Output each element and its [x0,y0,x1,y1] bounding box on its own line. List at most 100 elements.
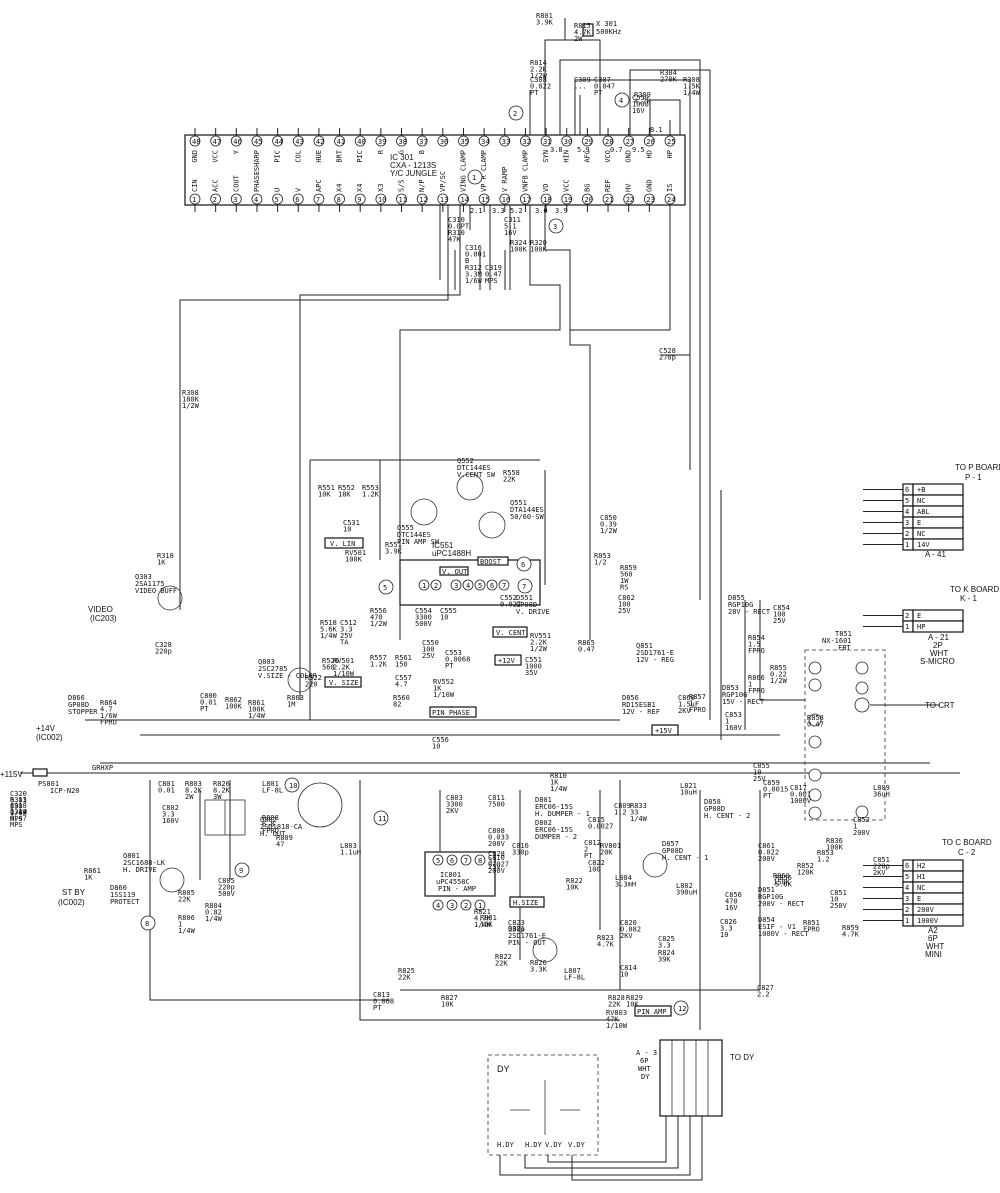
component-label: 1 [748,681,752,689]
component-label: R851 [803,919,820,927]
fbt-ref: T851 [835,630,852,638]
component-label: C550 [422,639,439,647]
component-label: RV803 [606,1009,627,1017]
component-label: PT [373,1004,382,1012]
ic301-top-pin-num: 37 [419,138,427,146]
ic301-top-pin-num: 41 [337,138,345,146]
component-label: C528 [659,347,676,355]
ic551-pin-num: 7 [502,582,506,590]
transistor-func: VIDEO BUFF [135,587,177,595]
component-label: C555 [440,607,457,615]
component-label: R312 [465,264,482,272]
component-label: R824 [658,949,675,957]
component-label: R558 [503,469,520,477]
component-label: 220p [218,884,235,892]
component-label: 4.7 [100,706,113,714]
diode-part: ESIF - V1 [758,923,796,931]
component-label: 33 [488,857,496,865]
ic301-bottom-pin-label: N/P [418,179,426,192]
component-label: L804 [615,874,632,882]
component-label: R858 [807,714,824,722]
component-label: 560 [620,571,633,579]
component-label: 10K [480,921,493,929]
ic301-bottom-pin-label: HV [625,183,633,192]
component-label: 25V [340,632,353,640]
ic301-top-pin [230,135,242,147]
ic301-bottom-pin-num: 11 [399,196,407,204]
ic301-top-pin-label: VCC [212,150,220,163]
component-label: FPRO [748,687,765,695]
component-label: RV551 [530,632,551,640]
ic301-top-pin [313,135,325,147]
component-label: 3300 [415,614,432,622]
dy-pin-3: V.DY [545,1141,563,1149]
diode-part: RD15ESB1 [622,701,656,709]
callout-marker [140,915,156,931]
component-label: R557 [370,654,387,662]
transistor-part: DTC144ES [397,531,431,539]
component-label: 10 [620,971,628,979]
ic301-bottom-pin [210,193,222,205]
ic301-top-pin-num: 44 [275,138,283,146]
component-label: C816 [512,842,529,850]
ic301-top-pin [334,135,345,147]
component-label: C557 [395,674,412,682]
component-label: 1 [178,921,182,929]
component-label: R827 [441,994,458,1002]
callout-num: 10 [289,782,297,790]
component-label: 10 [830,896,838,904]
component-label: C311 [504,216,521,224]
component-label: FPRO [262,827,279,835]
component-label: R324 [510,239,527,247]
component-label: 100K [248,706,266,714]
ic301-voltage: 2.1 [470,207,483,215]
component-label: 16V [504,229,517,237]
diode-func: 1000V - RECT [758,930,809,938]
component-label: R304 [660,69,677,77]
callout-marker [673,1000,689,1016]
component-label: 1/6W [10,809,28,817]
component-label: 1/10W [606,1022,628,1030]
diode-func: H. CENT - 1 [662,854,708,862]
component-label: 330p [508,926,525,934]
component-label: 3300 [446,801,463,809]
ic801-pin [432,899,444,911]
component-label: C512 [340,619,357,627]
ic301-bottom-pin-label: U [274,188,282,192]
ic301-bottom-pin-label: X4 [336,184,344,192]
ic301-top-pin-num: 45 [254,138,262,146]
component-label: 1000 [632,101,649,109]
ic301-top-pin [581,135,593,147]
component-label: R881 [480,914,497,922]
component-label: 10 [720,931,728,939]
ic301-bottom-pin-num: 2 [213,196,217,204]
connector-pin-num: 3 [905,895,909,903]
component-label: 1.5K [683,83,701,91]
ic301-bottom-pin-num: 5 [275,196,279,204]
hsize-box: H.SIZE [513,899,538,907]
diode-ref: D851 [758,886,775,894]
component-label: R861 [248,699,265,707]
component-label: R853 [594,552,611,560]
callout-num: 5 [383,584,387,592]
component-label: R823 [597,934,614,942]
transistor-ref: Q303 [135,573,152,581]
component-label: 0.01 [158,787,175,795]
component-label: R836 [826,837,843,845]
component-label: 0.39 [600,521,617,529]
connector-pin-label: HP [917,623,925,631]
ic301-top-pin-label: B [418,150,426,154]
component-label: 47K [606,1016,619,1024]
transistor-ref: Q821 [508,925,525,933]
component-label: C554 [415,607,432,615]
connector-pin-num: 6 [905,486,909,494]
component-label: TA [340,639,349,647]
component-label: 0.0068 [445,656,470,664]
transistor-ref: Q851 [636,642,653,650]
component-label: R804 [205,902,222,910]
callout-num: 12 [678,1005,686,1013]
ic301-top-pin-num: 33 [502,138,510,146]
ic301-bottom-pin-num: 4 [254,196,258,204]
component-label: 2.2 [757,991,770,999]
